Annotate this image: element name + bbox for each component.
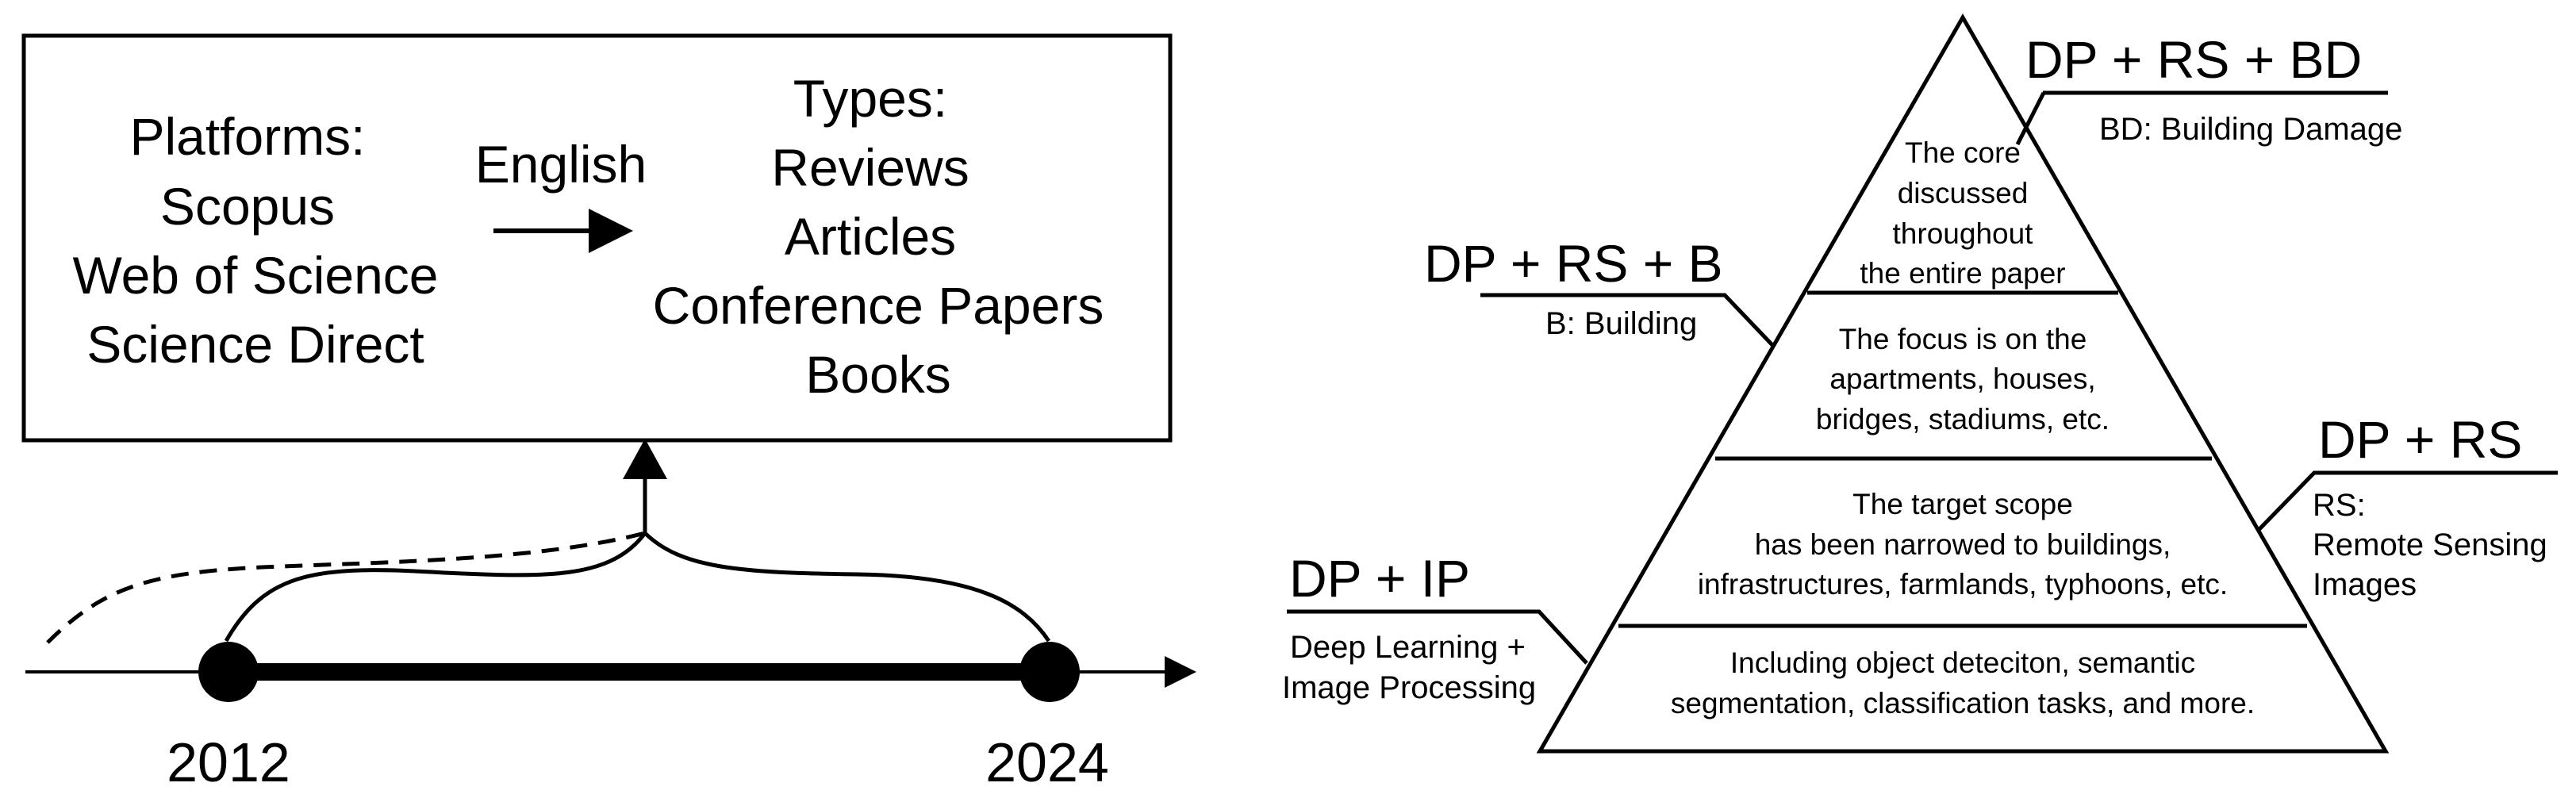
- level-core-line-2: discussed: [1898, 177, 2029, 209]
- note-dp-rs-2: Remote Sensing: [2313, 528, 2547, 562]
- timeline: 2012 2024: [25, 642, 1196, 793]
- pyramid-level-building: The focus is on the apartments, houses, …: [1816, 323, 2110, 436]
- tag-dp-rs: DP + RS: [2318, 410, 2522, 469]
- callout-dp-ip: DP + IP Deep Learning + Image Processing: [1282, 549, 1588, 705]
- language-label: English: [475, 135, 647, 194]
- level-core-line-4: the entire paper: [1860, 257, 2065, 290]
- note-dp-rs-bd: BD: Building Damage: [2099, 112, 2402, 147]
- timeline-range-bar: [228, 663, 1050, 681]
- platforms-group: Platforms: Scopus Web of Science Science…: [72, 107, 438, 374]
- level-building-line-1: The focus is on the: [1839, 323, 2087, 355]
- callout-dp-rs: DP + RS RS: Remote Sensing Images: [2257, 410, 2558, 602]
- callout-dp-rs-b: DP + RS + B B: Building: [1424, 234, 1776, 348]
- leader-dp-rs: [2257, 470, 2558, 531]
- note-dp-ip-1: Deep Learning +: [1290, 630, 1526, 665]
- note-dp-rs-1: RS:: [2313, 488, 2366, 523]
- level-ip-line-1: Including object deteciton, semantic: [1730, 647, 2195, 679]
- selection-arrow: [623, 439, 667, 533]
- timeline-arrowhead: [1165, 656, 1196, 688]
- language-arrow: [493, 209, 633, 253]
- level-rs-line-2: has been narrowed to buildings,: [1755, 528, 2171, 561]
- dashed-prior-curve: [46, 531, 646, 644]
- pyramid-level-core: The core discussed throughout the entire…: [1860, 136, 2065, 290]
- level-core-line-1: The core: [1905, 136, 2021, 169]
- note-dp-rs-3: Images: [2313, 567, 2417, 602]
- pyramid-level-image-processing: Including object deteciton, semantic seg…: [1671, 647, 2255, 719]
- types-group: Types: Reviews Articles Conference Paper…: [653, 69, 1104, 404]
- callout-dp-rs-bd: DP + RS + BD: [2015, 30, 2402, 147]
- pyramid-level-remote-sensing: The target scope has been narrowed to bu…: [1698, 488, 2228, 601]
- level-rs-line-3: infrastructures, farmlands, typhoons, et…: [1698, 568, 2228, 601]
- leader-dp-rs-b: [1480, 293, 1776, 348]
- type-reviews: Reviews: [771, 138, 969, 197]
- level-core-line-3: throughout: [1893, 217, 2034, 250]
- level-rs-line-1: The target scope: [1852, 488, 2073, 520]
- timeline-start-year: 2012: [167, 731, 290, 793]
- note-dp-ip-2: Image Processing: [1282, 670, 1536, 705]
- tag-dp-rs-bd: DP + RS + BD: [2025, 30, 2362, 89]
- pyramid: The core discussed throughout the entire…: [1536, 13, 2390, 754]
- tag-dp-ip: DP + IP: [1289, 549, 1470, 608]
- sources-box: [21, 33, 1173, 443]
- note-dp-rs-b: B: Building: [1545, 306, 1697, 341]
- timeline-start-marker: [198, 642, 259, 702]
- timeline-end-year: 2024: [985, 731, 1109, 793]
- type-books: Books: [805, 345, 950, 404]
- type-conference-papers: Conference Papers: [653, 276, 1104, 335]
- selection-curve: [224, 530, 1051, 643]
- platform-scopus: Scopus: [160, 177, 335, 236]
- level-ip-line-2: segmentation, classification tasks, and …: [1671, 687, 2255, 719]
- level-building-line-3: bridges, stadiums, etc.: [1816, 403, 2110, 436]
- leader-dp-ip: [1287, 609, 1588, 665]
- pyramid-outline: [1536, 13, 2390, 754]
- platforms-heading: Platforms:: [129, 107, 365, 166]
- platform-web-of-science: Web of Science: [72, 246, 438, 305]
- types-heading: Types:: [793, 69, 947, 128]
- timeline-end-marker: [1019, 642, 1080, 702]
- type-articles: Articles: [785, 207, 956, 266]
- platform-science-direct: Science Direct: [86, 315, 424, 374]
- level-building-line-2: apartments, houses,: [1829, 363, 2095, 395]
- tag-dp-rs-b: DP + RS + B: [1424, 234, 1723, 293]
